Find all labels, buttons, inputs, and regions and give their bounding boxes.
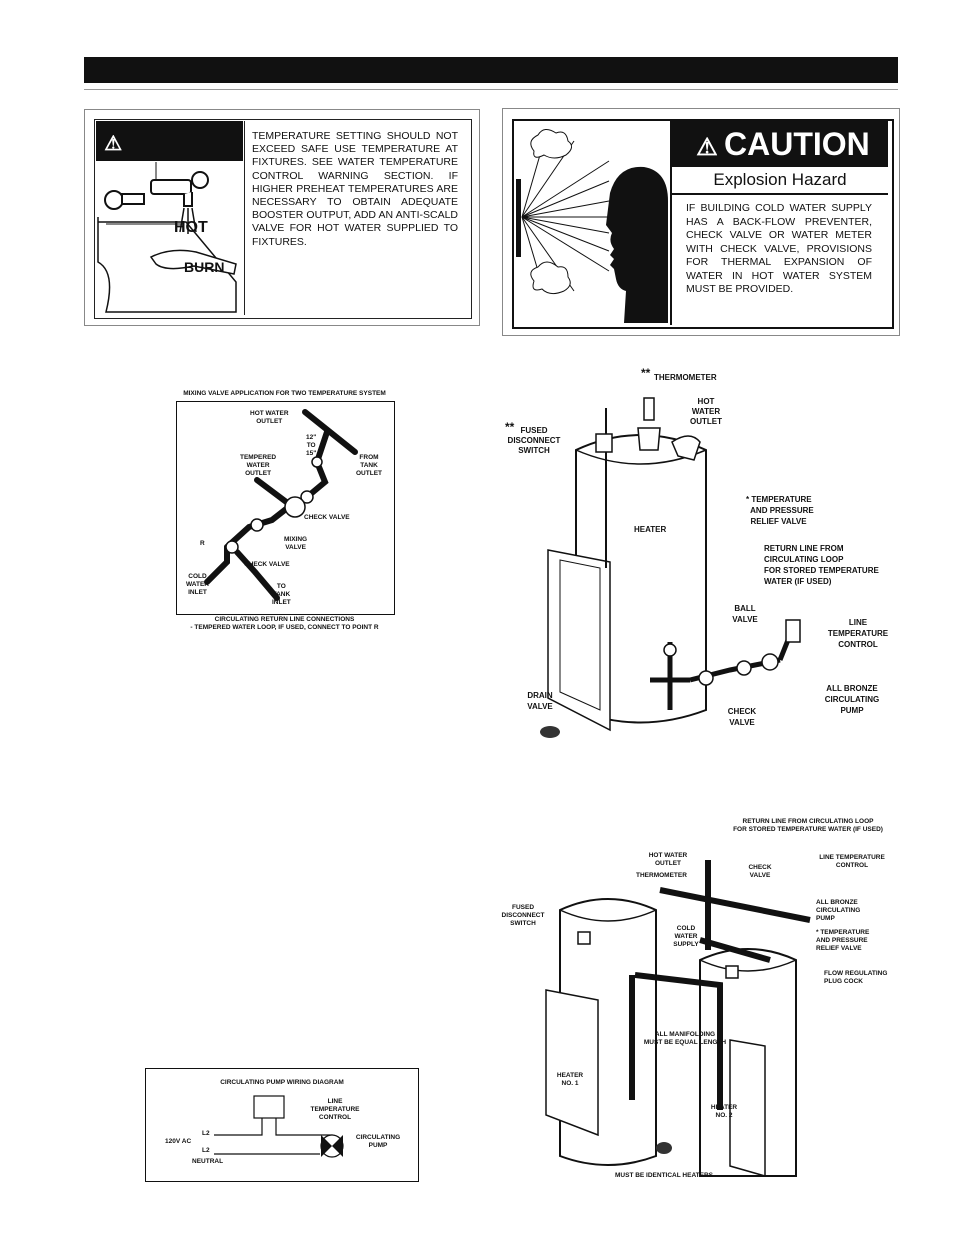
mix-cold-water-inlet-label: COLD WATER INLET bbox=[186, 573, 209, 596]
single-heater-drawing bbox=[540, 397, 801, 738]
mix-distance-label: 12" TO 15" bbox=[306, 434, 317, 457]
double-hot-water-outlet-label: HOT WATER OUTLET bbox=[648, 852, 688, 867]
mix-mixing-valve-label: MIXING VALVE bbox=[284, 536, 308, 551]
danger-heading: ⚠DANGER bbox=[96, 121, 243, 200]
wiring-pump-label: CIRCULATING PUMP bbox=[355, 1134, 401, 1149]
wiring-diagram-frame bbox=[145, 1068, 419, 1182]
mix-point-r-label: R bbox=[200, 540, 205, 547]
mix-from-tank-outlet-label: FROM TANK OUTLET bbox=[356, 454, 382, 477]
mixing-diagram-frame bbox=[176, 401, 395, 615]
wiring-l2-top-label: L2 bbox=[202, 1130, 210, 1137]
heater-no-2-label: HEATER NO. 2 bbox=[710, 1104, 738, 1119]
heater-no-1-label: HEATER NO. 1 bbox=[556, 1072, 584, 1087]
mixing-diagram-caption: CIRCULATING RETURN LINE CONNECTIONS - TE… bbox=[190, 616, 379, 631]
single-tp-relief-label: * TEMPERATURE AND PRESSURE RELIEF VALVE bbox=[746, 495, 814, 526]
caution-message: IF BUILDING COLD WATER SUPPLY HAS A BACK… bbox=[686, 202, 872, 295]
double-cold-water-supply-label: COLD WATER SUPPLY bbox=[673, 925, 699, 948]
section-header-bar bbox=[84, 57, 898, 83]
warning-triangle-icon: ⚠ bbox=[104, 133, 122, 155]
single-return-line-label: RETURN LINE FROM CIRCULATING LOOP FOR ST… bbox=[764, 544, 879, 586]
header-rule bbox=[84, 89, 898, 90]
burn-pictogram-text: BURN bbox=[184, 259, 224, 275]
warning-triangle-icon: ⚠ bbox=[696, 134, 718, 161]
danger-label-frame bbox=[84, 109, 480, 326]
single-hot-water-outlet-label: HOT WATER OUTLET bbox=[690, 397, 722, 426]
double-manifolding-label: ALL MANIFOLDING MUST BE EQUAL LENGTH bbox=[643, 1031, 727, 1046]
single-fused-mark: ** bbox=[505, 420, 515, 434]
hot-pictogram-text: HOT bbox=[174, 219, 208, 236]
mix-tempered-water-outlet-label: TEMPERED WATER OUTLET bbox=[240, 454, 277, 477]
mix-hot-water-outlet-label: HOT WATER OUTLET bbox=[250, 410, 289, 425]
single-thermometer-label: THERMOMETER bbox=[654, 373, 717, 382]
danger-message: TEMPERATURE SETTING SHOULD NOT EXCEED SA… bbox=[252, 130, 458, 248]
single-thermometer-mark: ** bbox=[641, 366, 651, 380]
wiring-schematic bbox=[214, 1095, 344, 1158]
single-drain-valve-label: DRAIN VALVE bbox=[527, 691, 553, 711]
mixing-valve-drawing bbox=[204, 409, 358, 601]
caution-subheading: Explosion Hazard bbox=[672, 167, 888, 195]
double-heater-drawing bbox=[545, 860, 811, 1177]
caution-heading-text: CAUTION bbox=[724, 126, 870, 162]
single-fused-disconnect-label: FUSED DISCONNECT SWITCH bbox=[507, 426, 561, 455]
single-heater-label: HEATER bbox=[634, 525, 667, 534]
identical-heaters-note: MUST BE IDENTICAL HEATERS bbox=[615, 1172, 713, 1179]
wiring-voltage-label: 120V AC bbox=[165, 1138, 192, 1145]
single-line-temp-control-label: LINE TEMPERATURE CONTROL bbox=[827, 618, 889, 649]
wiring-l2-bottom-label: L2 bbox=[202, 1147, 210, 1154]
wiring-line-temp-control-label: LINE TEMPERATURE CONTROL bbox=[310, 1098, 360, 1121]
explosion-hazard-pictogram bbox=[516, 129, 668, 323]
caution-divider bbox=[670, 121, 672, 325]
caution-heading: ⚠CAUTION bbox=[672, 121, 888, 167]
scald-hazard-pictogram: HOT BURN bbox=[97, 162, 237, 313]
wiring-diagram-title: CIRCULATING PUMP WIRING DIAGRAM bbox=[220, 1079, 344, 1086]
single-pump-label: ALL BRONZE CIRCULATING PUMP bbox=[824, 684, 880, 715]
double-check-valve-label: CHECK VALVE bbox=[748, 864, 772, 879]
mix-check-valve-2-label: CHECK VALVE bbox=[244, 561, 290, 568]
double-tp-relief-label: * TEMPERATURE AND PRESSURE RELIEF VALVE bbox=[816, 929, 870, 952]
mix-to-tank-inlet-label: TO TANK INLET bbox=[272, 583, 291, 606]
caution-label-frame bbox=[502, 108, 900, 336]
single-check-valve-label: CHECK VALVE bbox=[727, 707, 757, 727]
double-flow-regulating-label: FLOW REGULATING PLUG COCK bbox=[824, 970, 888, 985]
double-return-line-label: RETURN LINE FROM CIRCULATING LOOP FOR ST… bbox=[733, 818, 883, 833]
mix-check-valve-label: CHECK VALVE bbox=[304, 514, 350, 521]
double-fused-disconnect-label: FUSED DISCONNECT SWITCH bbox=[501, 904, 545, 927]
danger-divider bbox=[244, 121, 245, 315]
mixing-diagram-title: MIXING VALVE APPLICATION FOR TWO TEMPERA… bbox=[183, 390, 386, 397]
double-thermometer-label: THERMOMETER bbox=[636, 872, 687, 879]
double-line-temp-control-label: LINE TEMPERATURE CONTROL bbox=[819, 854, 885, 869]
double-pump-label: ALL BRONZE CIRCULATING PUMP bbox=[816, 899, 861, 922]
wiring-neutral-label: NEUTRAL bbox=[192, 1158, 224, 1165]
single-ball-valve-label: BALL VALVE bbox=[732, 604, 758, 624]
